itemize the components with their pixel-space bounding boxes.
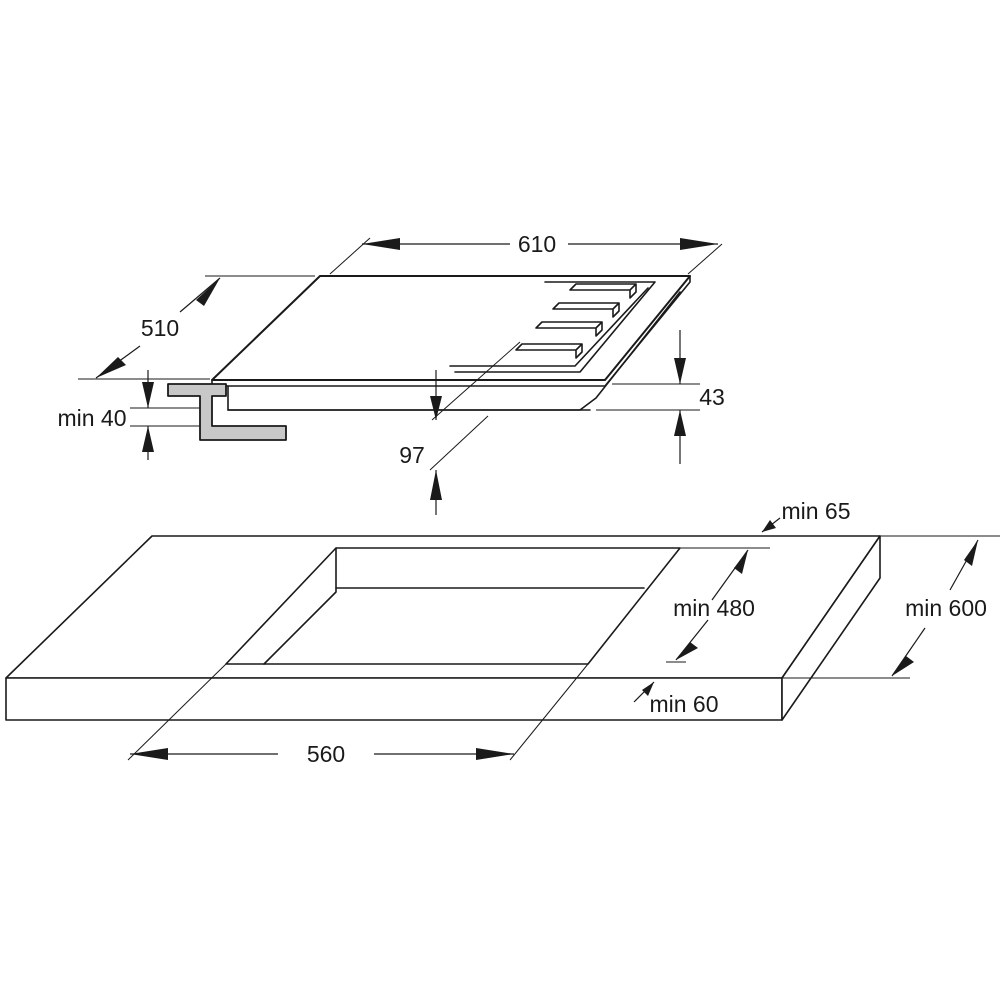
control-panel-outline bbox=[454, 281, 656, 373]
worktop bbox=[5, 535, 881, 721]
dim-min480-label: min 480 bbox=[673, 595, 755, 621]
hob-unit bbox=[211, 275, 691, 411]
dim-560-label: 560 bbox=[307, 741, 345, 767]
dim-min600: min 600 bbox=[782, 539, 987, 679]
knob-2 bbox=[552, 302, 620, 318]
dim-43: 43 bbox=[596, 330, 725, 464]
cutout-inner-wall bbox=[263, 547, 337, 665]
control-panel bbox=[449, 281, 656, 373]
control-panel-outline-inner bbox=[449, 287, 649, 367]
dim-min600-label: min 600 bbox=[905, 595, 987, 621]
control-knobs bbox=[515, 283, 637, 359]
dim-97-label: 97 bbox=[399, 442, 425, 468]
dim-min480: min 480 bbox=[666, 549, 755, 663]
knob-4 bbox=[515, 343, 583, 359]
dim-560: 560 bbox=[127, 663, 589, 767]
dim-min65: min 65 bbox=[660, 498, 1000, 549]
worktop-side-face bbox=[781, 535, 881, 721]
fixing-bracket-shape bbox=[167, 383, 287, 441]
dim-min40: min 40 bbox=[57, 370, 200, 460]
dim-510: 510 bbox=[78, 275, 315, 380]
dim-97: 97 bbox=[399, 341, 521, 515]
dim-43-label: 43 bbox=[699, 384, 725, 410]
hob-glass-top bbox=[211, 275, 691, 381]
dim-min60-label: min 60 bbox=[649, 691, 718, 717]
dim-610-label: 610 bbox=[518, 231, 556, 257]
dim-min65-label: min 65 bbox=[781, 498, 850, 524]
fixing-bracket bbox=[167, 383, 287, 441]
knob-3 bbox=[535, 321, 603, 337]
dim-610: 610 bbox=[329, 231, 723, 275]
dim-510-label: 510 bbox=[141, 315, 179, 341]
dim-min60: min 60 bbox=[633, 681, 719, 717]
dim-min40-label: min 40 bbox=[57, 405, 126, 431]
knob-1 bbox=[569, 283, 637, 299]
